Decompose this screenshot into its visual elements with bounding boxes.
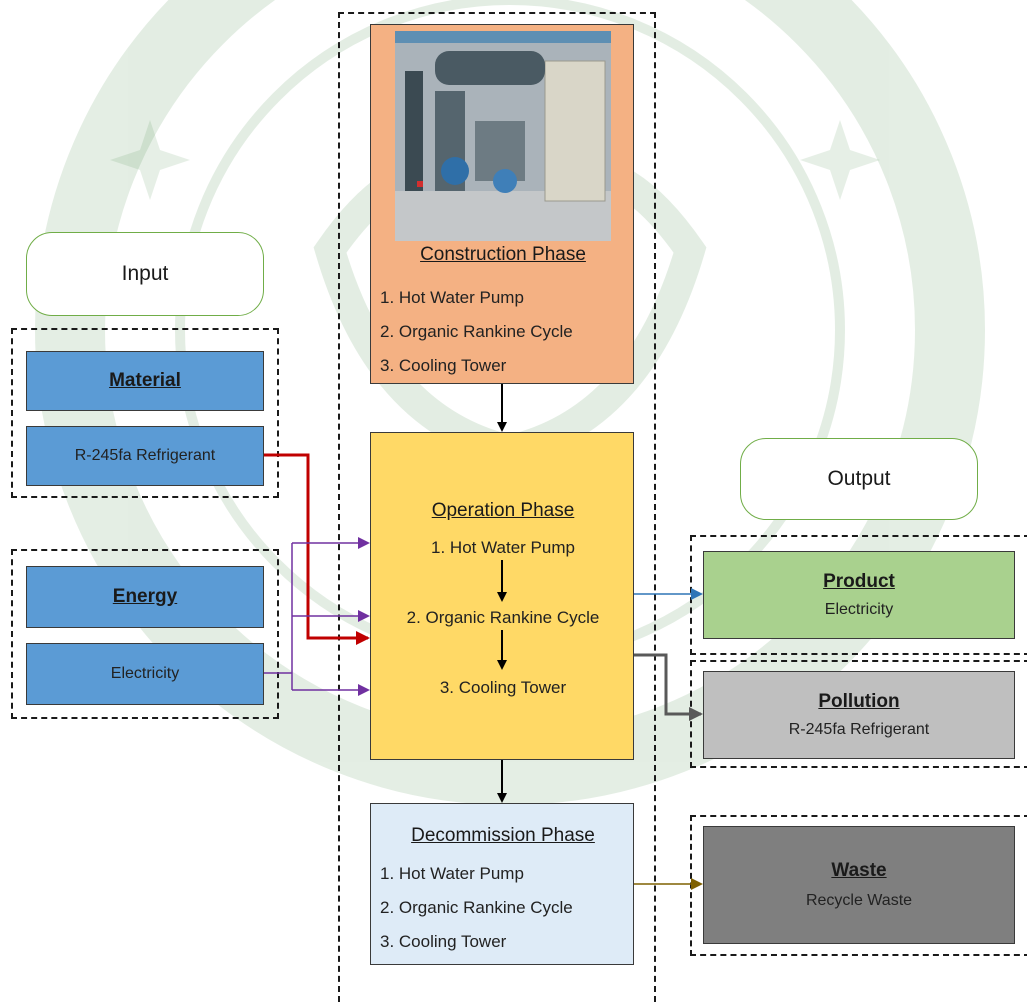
energy-electricity-box: Electricity — [26, 643, 264, 705]
input-label: Input — [26, 232, 264, 316]
product-box: Product Electricity — [703, 551, 1015, 639]
pollution-box: Pollution R-245fa Refrigerant — [703, 671, 1015, 759]
decommission-item-1: 1. Hot Water Pump — [380, 864, 524, 883]
material-group — [11, 328, 279, 498]
decommission-phase-box: Decommission Phase 1. Hot Water Pump 2. … — [370, 803, 634, 965]
material-heading: Material — [109, 370, 181, 391]
pollution-heading: Pollution — [818, 691, 900, 712]
construction-item-2: 2. Organic Rankine Cycle — [380, 322, 573, 341]
product-heading: Product — [823, 571, 895, 592]
output-label: Output — [740, 438, 978, 520]
energy-box: Energy — [26, 566, 264, 628]
operation-phase-title: Operation Phase — [431, 500, 575, 521]
construction-item-3: 3. Cooling Tower — [380, 356, 507, 375]
construction-item-1: 1. Hot Water Pump — [380, 288, 524, 307]
arrow-operation-to-pollution — [634, 653, 703, 721]
material-box: Material — [26, 351, 264, 411]
decommission-phase-title: Decommission Phase — [411, 825, 595, 846]
waste-box: Waste Recycle Waste — [703, 826, 1015, 944]
energy-heading: Energy — [112, 586, 178, 607]
operation-item-2: 2. Organic Rankine Cycle — [406, 608, 600, 627]
arrow-material-to-operation — [264, 453, 370, 645]
decommission-item-3: 3. Cooling Tower — [380, 932, 507, 951]
material-item: R-245fa Refrigerant — [74, 447, 216, 464]
construction-phase-box: Construction Phase 1. Hot Water Pump 2. … — [370, 24, 634, 384]
waste-item: Recycle Waste — [805, 892, 913, 909]
pollution-item: R-245fa Refrigerant — [788, 721, 930, 738]
waste-heading: Waste — [831, 860, 887, 881]
operation-item-1: 1. Hot Water Pump — [431, 538, 575, 557]
energy-item: Electricity — [110, 665, 180, 682]
material-refrigerant-box: R-245fa Refrigerant — [26, 426, 264, 486]
operation-item-3: 3. Cooling Tower — [439, 678, 567, 697]
construction-phase-title: Construction Phase — [420, 244, 586, 265]
system-boundary — [338, 12, 656, 1002]
energy-group — [11, 549, 279, 719]
orc-equipment-photo — [395, 31, 611, 241]
decommission-item-2: 2. Organic Rankine Cycle — [380, 898, 573, 917]
product-item: Electricity — [824, 601, 894, 618]
